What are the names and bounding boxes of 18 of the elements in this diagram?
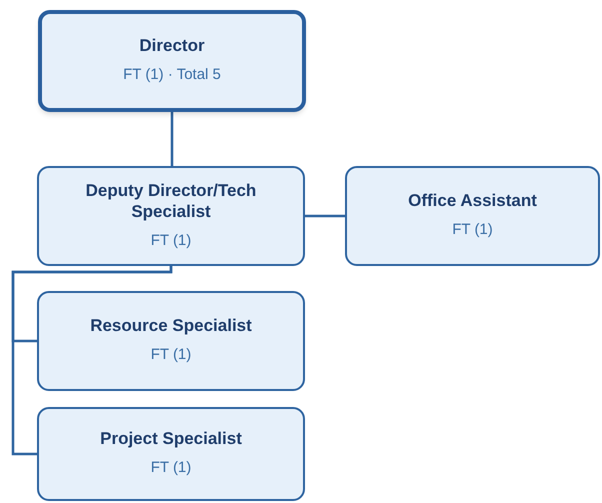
role-box: [38, 10, 306, 112]
connector-line: [170, 112, 174, 166]
role-title: Office Assistant: [408, 190, 537, 212]
role-detail: FT (1): [150, 345, 192, 366]
role-detail: FT (1): [150, 458, 192, 478]
connector-line: [12, 266, 172, 456]
role-box: [345, 166, 600, 266]
role-box: [37, 407, 305, 501]
role-detail: FT (1) · Total 5: [123, 65, 221, 86]
connector-line: [305, 214, 345, 218]
role-box: [37, 291, 305, 391]
role-detail: FT (1): [452, 220, 493, 240]
role-box: [37, 166, 305, 266]
role-title: Deputy Director/Tech Specialist: [84, 180, 258, 222]
role-detail: FT (1): [150, 231, 192, 251]
role-title: Resource Specialist: [90, 315, 252, 336]
role-title: Project Specialist: [100, 428, 242, 450]
role-title: Director: [139, 35, 205, 56]
